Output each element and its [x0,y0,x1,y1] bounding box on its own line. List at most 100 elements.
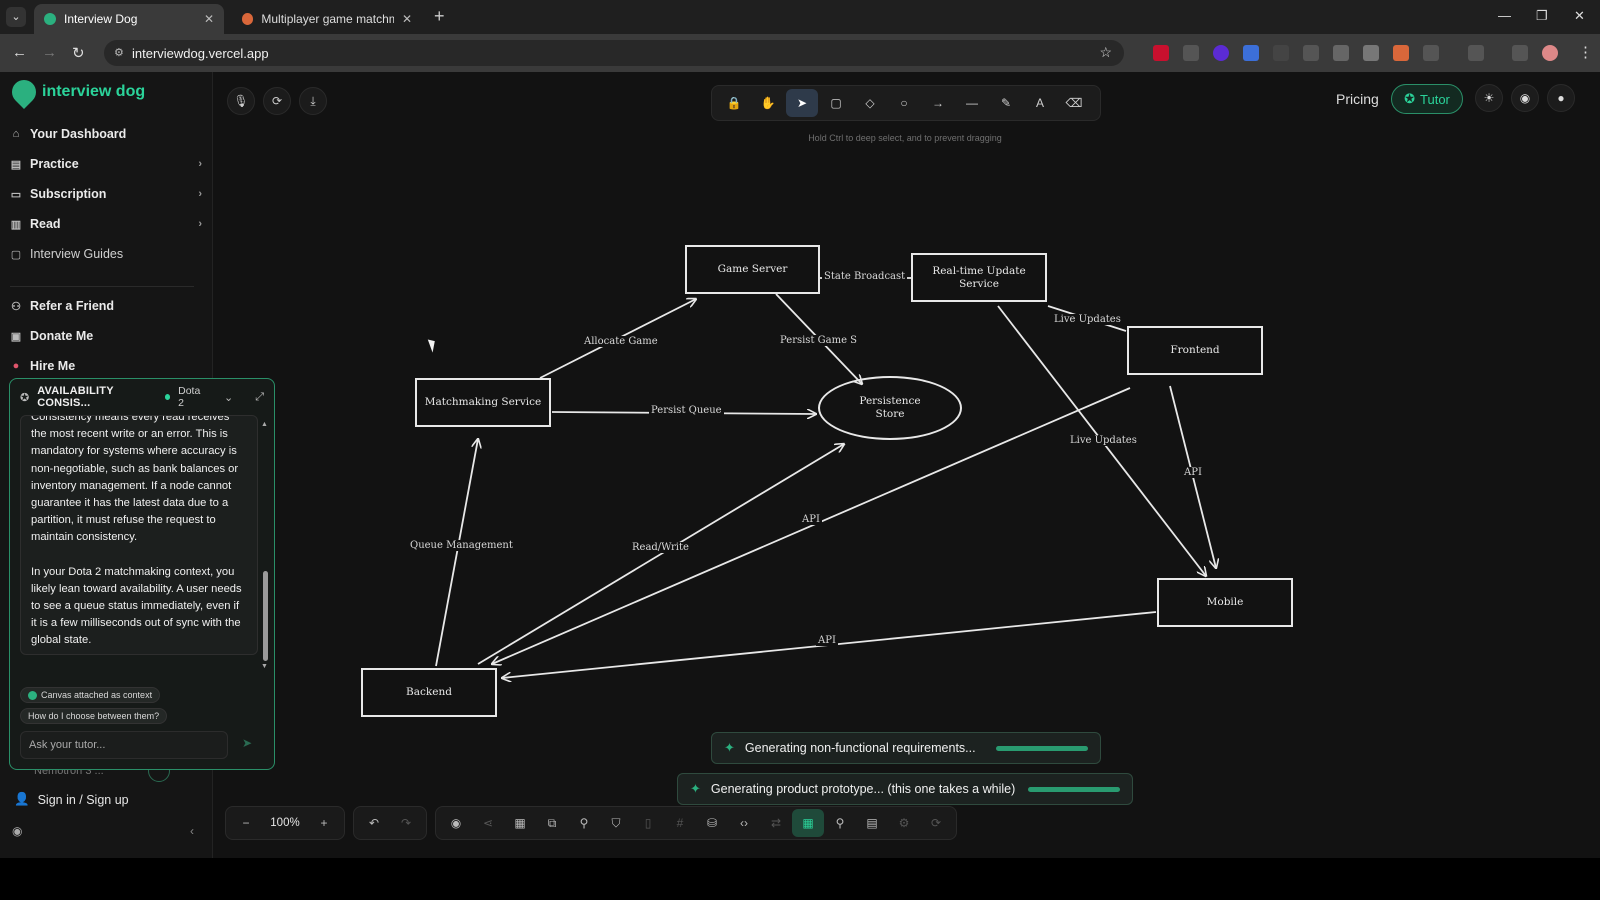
restore-icon[interactable]: ❐ [1536,8,1548,23]
discord-icon[interactable]: ◉ [12,824,23,838]
tutor-button[interactable]: ✪Tutor [1391,84,1463,114]
zoom-out-icon[interactable]: − [242,816,250,830]
send-icon[interactable]: ➤ [242,736,253,750]
select-pointer-icon[interactable]: ➤ [786,89,818,117]
node-mobile[interactable]: Mobile [1157,578,1293,627]
scroll-down-icon[interactable]: ▼ [261,663,268,670]
tab-search-button[interactable]: ⌄ [6,7,26,27]
extension-icon[interactable] [1183,45,1199,61]
transfer-icon[interactable]: ⇄ [770,816,782,830]
suggestion-chip[interactable]: How do I choose between them? [20,708,168,724]
pencil-icon[interactable]: ✎ [1000,96,1012,110]
sidebar-item-subscription[interactable]: ▭Subscription› [10,182,202,206]
discord-icon[interactable]: ◉ [1511,84,1539,112]
edge-api-frontend-backend[interactable] [492,387,1131,664]
edge-queue-management[interactable] [435,439,478,667]
rectangle-icon[interactable]: ▢ [830,96,842,110]
eraser-icon[interactable]: ⌫ [1065,96,1083,110]
sidebar-item-refer[interactable]: ⚇Refer a Friend [10,294,202,318]
zoom-level[interactable]: 100% [270,817,300,829]
grid-icon[interactable]: ▦ [792,809,824,837]
scroll-up-icon[interactable]: ▲ [261,421,268,428]
sidebar-item-donate[interactable]: ▣Donate Me [10,324,202,348]
node-realtime-update-service[interactable]: Real-time Update Service [911,253,1047,302]
search-icon[interactable]: ⚲ [835,816,845,830]
sidebar-item-dashboard[interactable]: ⌂Your Dashboard [10,122,202,146]
extension-icon[interactable] [1273,45,1289,61]
minimize-icon[interactable]: — [1498,8,1511,23]
github-icon[interactable]: ● [1547,84,1575,112]
text-icon[interactable]: A [1035,96,1044,110]
theme-sun-icon[interactable]: ☀ [1475,84,1503,112]
brand-logo[interactable]: interview dog [7,75,145,109]
film-icon[interactable]: ▦ [514,816,526,830]
node-frontend[interactable]: Frontend [1127,326,1263,375]
extension-icon[interactable] [1153,45,1169,61]
edge-read-write[interactable] [477,444,844,665]
sidebar-item-practice[interactable]: ▤Practice› [10,152,202,176]
close-tab-icon[interactable]: ✕ [401,12,412,26]
share-icon[interactable]: ⋖ [482,816,494,830]
bookmark-star-icon[interactable]: ☆ [1099,44,1112,60]
ellipse-icon[interactable]: ○ [900,96,908,110]
copy-icon[interactable]: ⧉ [547,815,557,830]
forward-icon[interactable]: → [42,44,57,61]
message-scrollbar[interactable] [263,423,268,667]
download-icon[interactable] [1512,45,1528,61]
node-persistence-store[interactable]: Persistence Store [818,376,962,440]
sidebar-item-read[interactable]: ▥Read› [10,212,202,236]
reload-icon[interactable]: ↻ [72,45,85,62]
sign-in-button[interactable]: 👤Sign in / Sign up [14,792,129,807]
diamond-icon[interactable]: ◇ [865,96,875,110]
hand-icon[interactable]: ✋ [760,96,776,110]
redo-icon[interactable]: ↷ [400,816,412,830]
shield-icon[interactable]: ⛉ [611,815,621,830]
extension-icon[interactable] [1303,45,1319,61]
document-icon[interactable]: ▤ [866,816,878,830]
sidebar-item-hire[interactable]: ●Hire Me [10,354,202,378]
close-tab-icon[interactable]: ✕ [203,12,214,26]
pin-icon[interactable]: ⚲ [579,816,589,830]
ask-tutor-input[interactable] [20,731,228,759]
node-backend[interactable]: Backend [361,668,497,717]
node-matchmaking-service[interactable]: Matchmaking Service [415,378,551,427]
close-window-icon[interactable]: ✕ [1574,8,1585,23]
database-icon[interactable]: ⛁ [706,816,718,830]
extension-icon[interactable] [1393,45,1409,61]
hash-icon[interactable]: # [676,816,684,830]
extension-icon[interactable] [1213,45,1229,61]
microphone-icon[interactable]: 🎙 [227,87,255,115]
chevron-down-icon[interactable]: ⌄ [223,391,234,404]
sidebar-item-interview-guides[interactable]: ▢Interview Guides [10,242,202,266]
line-icon[interactable]: — [966,96,978,110]
download-icon[interactable]: ⤓ [299,87,327,115]
expand-icon[interactable]: ⤢ [255,390,264,403]
extension-icon[interactable] [1333,45,1349,61]
new-tab-button[interactable]: + [434,6,445,26]
undo-icon[interactable]: ↶ [368,816,380,830]
extension-icon[interactable] [1363,45,1379,61]
code-icon[interactable]: ‹› [740,816,748,830]
extensions-puzzle-icon[interactable] [1423,45,1439,61]
tab-multiplayer[interactable]: Multiplayer game matchmaking ✕ [232,4,422,34]
lock-icon[interactable]: 🔒 [726,96,742,110]
sync-icon[interactable]: ⟳ [930,816,942,830]
collapse-sidebar-icon[interactable]: ‹ [190,824,194,838]
back-icon[interactable]: ← [12,44,27,61]
node-game-server[interactable]: Game Server [685,245,820,294]
zoom-in-icon[interactable]: + [320,816,328,830]
eye-icon[interactable]: ◉ [450,816,462,830]
trash-icon[interactable]: ▯ [644,816,652,830]
refresh-icon[interactable]: ⟳ [263,87,291,115]
scrollbar-thumb[interactable] [263,571,268,661]
settings-icon[interactable]: ⚙ [898,816,910,830]
pricing-link[interactable]: Pricing [1336,91,1379,107]
reading-mode-icon[interactable] [1468,45,1484,61]
url-field[interactable]: ⚙ interviewdog.vercel.app ☆ [104,40,1124,66]
browser-menu-icon[interactable]: ⋮ [1578,44,1593,61]
site-info-icon[interactable]: ⚙ [114,47,124,59]
tab-interview-dog[interactable]: Interview Dog ✕ [34,4,224,34]
profile-avatar[interactable] [1542,45,1558,61]
translate-extension-icon[interactable] [1243,45,1259,61]
arrow-icon[interactable]: → [932,96,944,110]
